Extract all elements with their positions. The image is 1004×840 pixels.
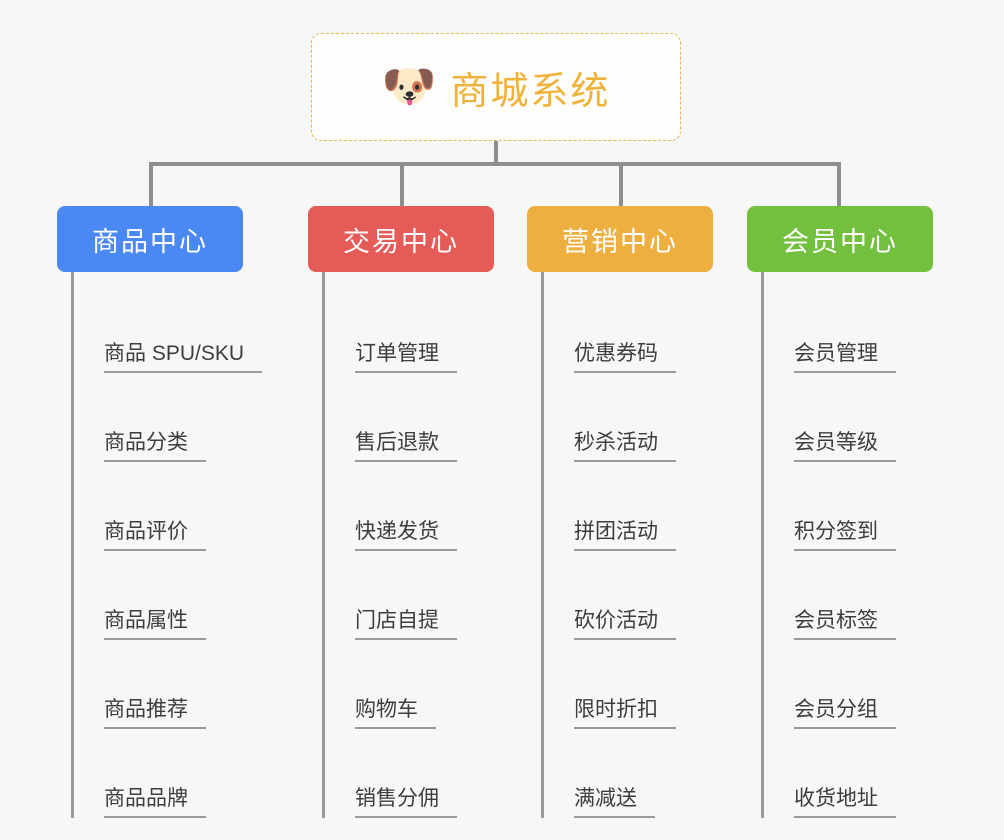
leaf-label: 商品评价: [104, 515, 206, 551]
list-item[interactable]: 积分签到: [764, 462, 933, 551]
leaf-label: 砍价活动: [574, 604, 676, 640]
leaf-label: 销售分佣: [355, 782, 457, 818]
list-item[interactable]: 门店自提: [325, 551, 494, 640]
list-item[interactable]: 商品 SPU/SKU: [74, 284, 263, 373]
leaf-list-member-center: 会员管理 会员等级 积分签到 会员标签 会员分组 收货地址: [761, 272, 933, 818]
category-header-member-center[interactable]: 会员中心: [747, 206, 933, 272]
leaf-label: 商品推荐: [104, 693, 206, 729]
connector-drop-4: [837, 162, 841, 206]
list-item[interactable]: 售后退款: [325, 373, 494, 462]
list-item[interactable]: 砍价活动: [544, 551, 713, 640]
list-item[interactable]: 商品属性: [74, 551, 243, 640]
list-item[interactable]: 商品评价: [74, 462, 243, 551]
list-item[interactable]: 拼团活动: [544, 462, 713, 551]
category-header-trade-center[interactable]: 交易中心: [308, 206, 494, 272]
leaf-list-marketing-center: 优惠券码 秒杀活动 拼团活动 砍价活动 限时折扣 满减送: [541, 272, 713, 818]
category-header-product-center[interactable]: 商品中心: [57, 206, 243, 272]
category-header-marketing-center[interactable]: 营销中心: [527, 206, 713, 272]
list-item[interactable]: 会员管理: [764, 284, 933, 373]
leaf-label: 秒杀活动: [574, 426, 676, 462]
leaf-label: 门店自提: [355, 604, 457, 640]
list-item[interactable]: 订单管理: [325, 284, 494, 373]
leaf-list-trade-center: 订单管理 售后退款 快递发货 门店自提 购物车 销售分佣: [322, 272, 494, 818]
leaf-label: 快递发货: [355, 515, 457, 551]
list-item[interactable]: 快递发货: [325, 462, 494, 551]
category-title: 会员中心: [782, 226, 898, 257]
list-item[interactable]: 限时折扣: [544, 640, 713, 729]
category-title: 营销中心: [562, 226, 678, 257]
list-item[interactable]: 秒杀活动: [544, 373, 713, 462]
leaf-label: 收货地址: [794, 782, 896, 818]
connector-drop-2: [400, 162, 404, 206]
connector-bus-bar: [149, 162, 841, 166]
leaf-label: 商品属性: [104, 604, 206, 640]
leaf-label: 售后退款: [355, 426, 457, 462]
branch-product-center: 商品中心 商品 SPU/SKU 商品分类 商品评价 商品属性 商品推荐 商品品牌: [57, 206, 263, 818]
root-node-title: 商城系统: [450, 70, 611, 113]
list-item[interactable]: 会员标签: [764, 551, 933, 640]
connector-root-stem: [494, 141, 498, 164]
branch-trade-center: 交易中心 订单管理 售后退款 快递发货 门店自提 购物车 销售分佣: [308, 206, 494, 818]
list-item[interactable]: 销售分佣: [325, 729, 494, 818]
shiba-dog-face-icon: 🐶: [381, 62, 437, 111]
leaf-list-product-center: 商品 SPU/SKU 商品分类 商品评价 商品属性 商品推荐 商品品牌: [71, 272, 263, 818]
leaf-label: 商品分类: [104, 426, 206, 462]
leaf-label: 购物车: [355, 693, 436, 729]
connector-drop-3: [619, 162, 623, 206]
list-item[interactable]: 商品品牌: [74, 729, 243, 818]
category-title: 商品中心: [92, 226, 208, 257]
root-node[interactable]: 🐶 商城系统: [311, 33, 681, 141]
leaf-label: 拼团活动: [574, 515, 676, 551]
leaf-label: 商品品牌: [104, 782, 206, 818]
list-item[interactable]: 会员分组: [764, 640, 933, 729]
leaf-label: 会员等级: [794, 426, 896, 462]
leaf-label: 积分签到: [794, 515, 896, 551]
category-title: 交易中心: [343, 226, 459, 257]
list-item[interactable]: 购物车: [325, 640, 494, 729]
branch-marketing-center: 营销中心 优惠券码 秒杀活动 拼团活动 砍价活动 限时折扣 满减送: [527, 206, 713, 818]
leaf-label: 优惠券码: [574, 337, 676, 373]
leaf-label: 限时折扣: [574, 693, 676, 729]
leaf-label: 订单管理: [355, 337, 457, 373]
list-item[interactable]: 收货地址: [764, 729, 933, 818]
list-item[interactable]: 商品推荐: [74, 640, 243, 729]
leaf-label: 会员管理: [794, 337, 896, 373]
list-item[interactable]: 会员等级: [764, 373, 933, 462]
list-item[interactable]: 商品分类: [74, 373, 243, 462]
list-item[interactable]: 满减送: [544, 729, 713, 818]
leaf-label: 商品 SPU/SKU: [104, 337, 263, 373]
leaf-label: 满减送: [574, 782, 655, 818]
leaf-label: 会员分组: [794, 693, 896, 729]
connector-drop-1: [149, 162, 153, 206]
list-item[interactable]: 优惠券码: [544, 284, 713, 373]
branch-member-center: 会员中心 会员管理 会员等级 积分签到 会员标签 会员分组 收货地址: [747, 206, 933, 818]
leaf-label: 会员标签: [794, 604, 896, 640]
